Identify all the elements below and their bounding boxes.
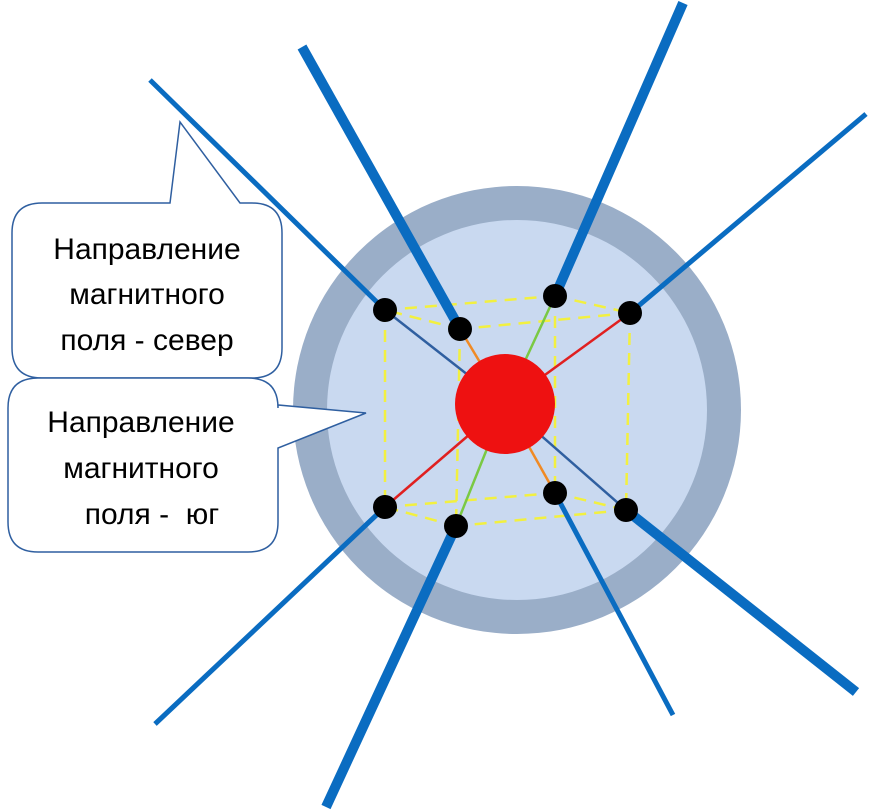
callout-south: Направление магнитного поля - юг bbox=[7, 377, 367, 553]
callout-south-line1: Направление bbox=[47, 406, 234, 439]
callout-south-line3: поля - юг bbox=[85, 498, 220, 531]
corner-atom bbox=[614, 498, 638, 522]
spoke-top-thick bbox=[550, 0, 688, 299]
field-spokes bbox=[148, 0, 868, 810]
spoke-top-left-thick bbox=[297, 44, 465, 332]
callout-south-line2: магнитного bbox=[63, 452, 219, 485]
callout-north-line3: поля - север bbox=[60, 324, 233, 357]
spoke-bottom-left-thick bbox=[321, 523, 461, 810]
corner-atom bbox=[373, 298, 397, 322]
corner-atom bbox=[373, 495, 397, 519]
spoke-bottom-right-thick bbox=[622, 506, 860, 696]
spoke-bottom-left-thin bbox=[153, 505, 387, 726]
corner-atom bbox=[543, 284, 567, 308]
corner-atom bbox=[543, 481, 567, 505]
corner-atoms bbox=[373, 284, 642, 538]
cube-edges bbox=[383, 294, 632, 528]
callout-north-line1: Направление bbox=[53, 233, 240, 266]
spoke-top-left-thin bbox=[148, 78, 387, 312]
spoke-bottom-thin bbox=[552, 491, 676, 717]
corner-atom bbox=[618, 301, 642, 325]
callout-north-line2: магнитного bbox=[69, 278, 225, 311]
spoke-top-right-thin bbox=[628, 112, 868, 315]
center-atom bbox=[455, 354, 555, 454]
callout-south-bubble bbox=[7, 377, 367, 553]
corner-atom bbox=[444, 514, 468, 538]
callout-north: Направление магнитного поля - север bbox=[11, 120, 283, 379]
corner-atom bbox=[448, 317, 472, 341]
callout-north-bubble bbox=[11, 120, 283, 379]
